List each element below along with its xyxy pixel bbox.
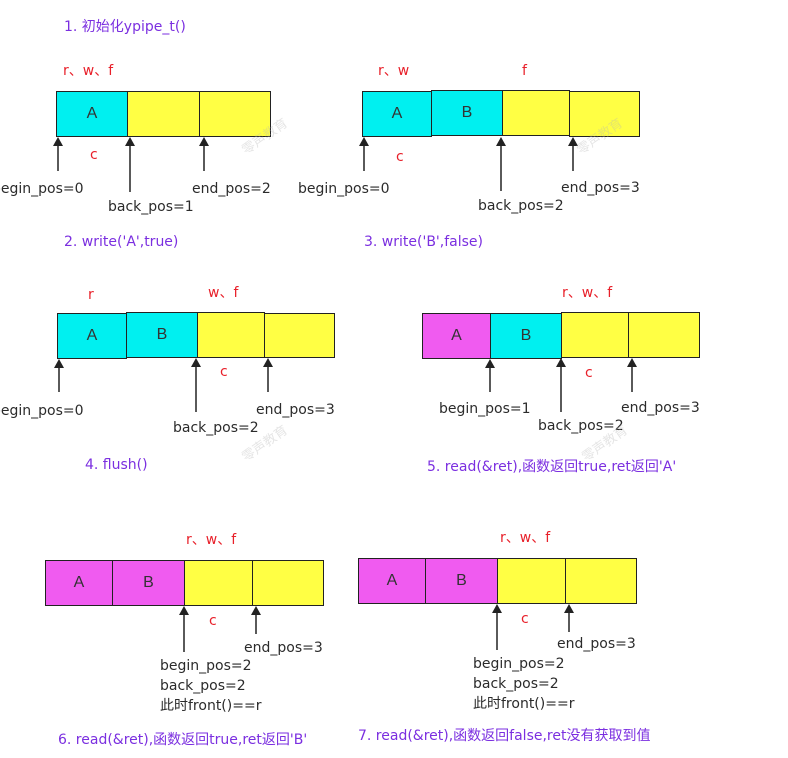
queue-cell-empty: [252, 560, 324, 606]
end-pos-arrow: [564, 604, 574, 632]
queue-cell-empty: [199, 91, 271, 137]
end-pos-label: end_pos=3: [561, 180, 640, 196]
back-pos-label: back_pos=2: [478, 198, 564, 214]
queue-cell-B: B: [425, 558, 498, 604]
queue-cell-empty: [197, 312, 265, 358]
begin-pos-arrow: [359, 137, 369, 171]
begin-pos-label: begin_pos=0: [0, 181, 84, 197]
queue-cell-empty: [497, 558, 566, 604]
step-4-caption: 4. flush(): [85, 457, 148, 473]
back-pos-label: back_pos=2: [473, 676, 559, 692]
back-pos-label: back_pos=2: [160, 678, 246, 694]
begin-pos-arrow: [54, 359, 64, 392]
queue-cell-B: B: [431, 90, 503, 136]
begin-pos-label: begin_pos=0: [298, 181, 390, 197]
front-note: 此时front()==r: [473, 696, 575, 712]
back-pos-label: back_pos=2: [538, 418, 624, 434]
queue-cell-empty: [502, 90, 570, 136]
marker-rw: r、w: [378, 63, 410, 79]
marker-c: c: [209, 613, 217, 629]
step-1-caption: 1. 初始化ypipe_t(): [64, 19, 186, 35]
marker-c: c: [521, 611, 529, 627]
end-pos-label: end_pos=3: [557, 636, 636, 652]
end-pos-label: end_pos=3: [244, 640, 323, 656]
end-pos-arrow: [251, 606, 261, 634]
queue-cell-B: B: [112, 560, 185, 606]
queue-cell-empty: [569, 91, 640, 137]
begin-pos-arrow: [53, 137, 63, 171]
queue-cell-empty: [565, 558, 637, 604]
end-pos-label: end_pos=3: [621, 400, 700, 416]
marker-c: c: [396, 149, 404, 165]
back-pos-label: back_pos=2: [173, 420, 259, 436]
queue-cell-empty: [264, 313, 335, 358]
queue-cell-A: A: [422, 313, 491, 359]
back-pos-arrow: [496, 137, 506, 191]
queue-cell-A: A: [57, 313, 127, 359]
queue-cell-empty: [127, 91, 200, 137]
step-6-caption: 6. read(&ret),函数返回true,ret返回'B': [58, 732, 308, 748]
queue-cell-A: A: [56, 91, 128, 137]
end-pos-arrow: [263, 358, 273, 392]
back-pos-arrow: [125, 137, 135, 192]
marker-r: r: [88, 287, 94, 303]
step-3-caption: 3. write('B',false): [364, 234, 483, 250]
begin-pos-label: begin_pos=2: [473, 656, 565, 672]
begin-pos-label: begin_pos=2: [160, 658, 252, 674]
back-pos-arrow: [191, 358, 201, 412]
queue-cell-empty: [628, 312, 700, 358]
queue-cell-empty: [184, 560, 253, 606]
begin-pos-arrow: [485, 359, 495, 392]
marker-c: c: [585, 365, 593, 381]
back-pos-label: back_pos=1: [108, 199, 194, 215]
queue-cell-B: B: [490, 313, 562, 359]
step-7-caption: 7. read(&ret),函数返回false,ret没有获取到值: [358, 728, 651, 744]
begin-pos-label: begin_pos=0: [0, 403, 84, 419]
front-note: 此时front()==r: [160, 698, 262, 714]
begin-pos-label: begin_pos=1: [439, 401, 531, 417]
marker-c: c: [90, 147, 98, 163]
back-pos-arrow: [556, 358, 566, 412]
marker-rwf: r、w、f: [186, 532, 237, 548]
marker-wf: w、f: [208, 285, 239, 301]
end-pos-arrow: [568, 137, 578, 171]
end-pos-arrow: [627, 358, 637, 392]
queue-cell-A: A: [45, 560, 113, 606]
step-2-caption: 2. write('A',true): [64, 234, 179, 250]
queue-cell-A: A: [362, 91, 432, 137]
marker-rwf: r、w、f: [500, 530, 551, 546]
begin-back-pos-arrow: [179, 606, 189, 652]
queue-cell-A: A: [358, 558, 426, 604]
end-pos-label: end_pos=2: [192, 181, 271, 197]
marker-c: c: [220, 364, 228, 380]
end-pos-label: end_pos=3: [256, 402, 335, 418]
step-5-caption: 5. read(&ret),函数返回true,ret返回'A': [427, 459, 677, 475]
queue-cell-empty: [561, 312, 629, 358]
queue-cell-B: B: [126, 312, 198, 358]
marker-f: f: [522, 63, 527, 79]
end-pos-arrow: [199, 137, 209, 171]
marker-rwf: r、w、f: [63, 63, 114, 79]
begin-back-pos-arrow: [492, 604, 502, 650]
marker-rwf: r、w、f: [562, 285, 613, 301]
